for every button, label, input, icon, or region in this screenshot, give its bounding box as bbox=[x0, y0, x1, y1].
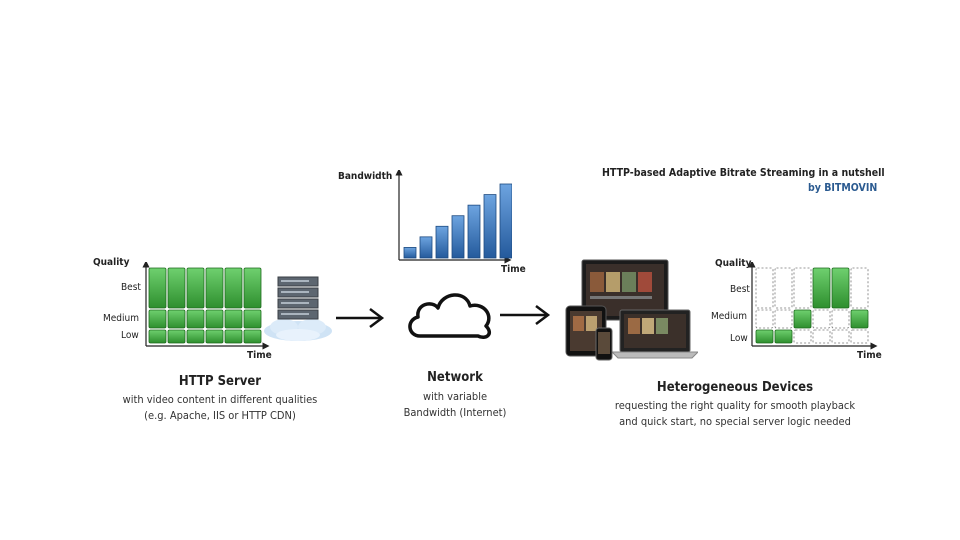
bandwidth-bar bbox=[467, 204, 481, 259]
quality-segment-empty bbox=[831, 309, 850, 329]
server-quality-chart bbox=[142, 262, 270, 350]
bandwidth-bar bbox=[419, 236, 433, 259]
quality-segment-empty bbox=[850, 329, 869, 344]
quality-segment-empty bbox=[812, 329, 831, 344]
quality-segment-empty bbox=[755, 309, 774, 329]
devices-caption-title: Heterogeneous Devices bbox=[656, 380, 814, 395]
network-caption-line2: Bandwidth (Internet) bbox=[403, 406, 507, 419]
network-caption-title: Network bbox=[427, 370, 483, 385]
quality-segment-filled bbox=[850, 309, 869, 329]
quality-segment-empty bbox=[850, 267, 869, 309]
quality-segment-filled bbox=[148, 329, 167, 344]
bandwidth-bar bbox=[451, 215, 465, 259]
quality-segment-filled bbox=[224, 329, 243, 344]
devices-caption-line1: requesting the right quality for smooth … bbox=[614, 399, 856, 412]
server-level-medium: Medium bbox=[103, 313, 139, 324]
server-chart-ylabel: Quality bbox=[93, 257, 130, 268]
cloud-icon bbox=[408, 293, 491, 339]
quality-segment-filled bbox=[148, 267, 167, 309]
quality-segment-filled bbox=[812, 267, 831, 309]
server-chart-xlabel: Time bbox=[247, 350, 272, 361]
quality-segment-filled bbox=[224, 309, 243, 329]
device-quality-chart bbox=[748, 262, 878, 350]
quality-segment-filled bbox=[243, 329, 262, 344]
devices-caption-line2: and quick start, no special server logic… bbox=[619, 415, 851, 428]
quality-segment-filled bbox=[205, 309, 224, 329]
server-caption-line2: (e.g. Apache, IIS or HTTP CDN) bbox=[144, 409, 296, 422]
quality-segment-empty bbox=[831, 329, 850, 344]
bandwidth-chart bbox=[395, 170, 512, 264]
quality-segment-filled bbox=[831, 267, 850, 309]
quality-segment-filled bbox=[243, 267, 262, 309]
device-level-best: Best bbox=[730, 284, 750, 295]
quality-segment-filled bbox=[167, 309, 186, 329]
bandwidth-bar bbox=[483, 194, 497, 259]
quality-segment-empty bbox=[812, 309, 831, 329]
server-icon bbox=[264, 276, 332, 341]
quality-segment-filled bbox=[167, 329, 186, 344]
quality-segment-empty bbox=[755, 267, 774, 309]
quality-segment-filled bbox=[793, 309, 812, 329]
bandwidth-chart-ylabel: Bandwidth bbox=[338, 171, 393, 182]
network-caption-line1: with variable bbox=[422, 390, 488, 403]
device-chart-ylabel: Quality bbox=[715, 258, 752, 269]
device-level-low: Low bbox=[730, 333, 748, 344]
bandwidth-bar bbox=[499, 183, 512, 259]
server-level-low: Low bbox=[121, 330, 139, 341]
arrow-right-icon bbox=[500, 305, 551, 325]
arrow-right-icon bbox=[336, 308, 385, 328]
diagram-title: HTTP-based Adaptive Bitrate Streaming in… bbox=[602, 167, 885, 179]
quality-segment-empty bbox=[793, 329, 812, 344]
quality-segment-filled bbox=[186, 309, 205, 329]
quality-segment-filled bbox=[243, 309, 262, 329]
quality-segment-filled bbox=[774, 329, 793, 344]
quality-segment-filled bbox=[755, 329, 774, 344]
quality-segment-filled bbox=[205, 329, 224, 344]
quality-segment-filled bbox=[224, 267, 243, 309]
quality-segment-filled bbox=[167, 267, 186, 309]
bandwidth-chart-xlabel: Time bbox=[501, 264, 526, 275]
diagram-byline: by BITMOVIN bbox=[808, 182, 878, 194]
devices-icon bbox=[565, 259, 698, 361]
quality-segment-filled bbox=[205, 267, 224, 309]
quality-segment-filled bbox=[186, 267, 205, 309]
server-level-best: Best bbox=[121, 282, 141, 293]
bandwidth-bar bbox=[435, 225, 449, 259]
device-chart-xlabel: Time bbox=[857, 350, 882, 361]
server-caption-line1: with video content in different qualitie… bbox=[122, 393, 318, 406]
server-caption-title: HTTP Server bbox=[178, 374, 262, 389]
quality-segment-filled bbox=[186, 329, 205, 344]
quality-segment-filled bbox=[148, 309, 167, 329]
quality-segment-empty bbox=[774, 309, 793, 329]
bandwidth-bar bbox=[403, 247, 417, 259]
quality-segment-empty bbox=[774, 267, 793, 309]
quality-segment-empty bbox=[793, 267, 812, 309]
device-level-medium: Medium bbox=[711, 311, 747, 322]
